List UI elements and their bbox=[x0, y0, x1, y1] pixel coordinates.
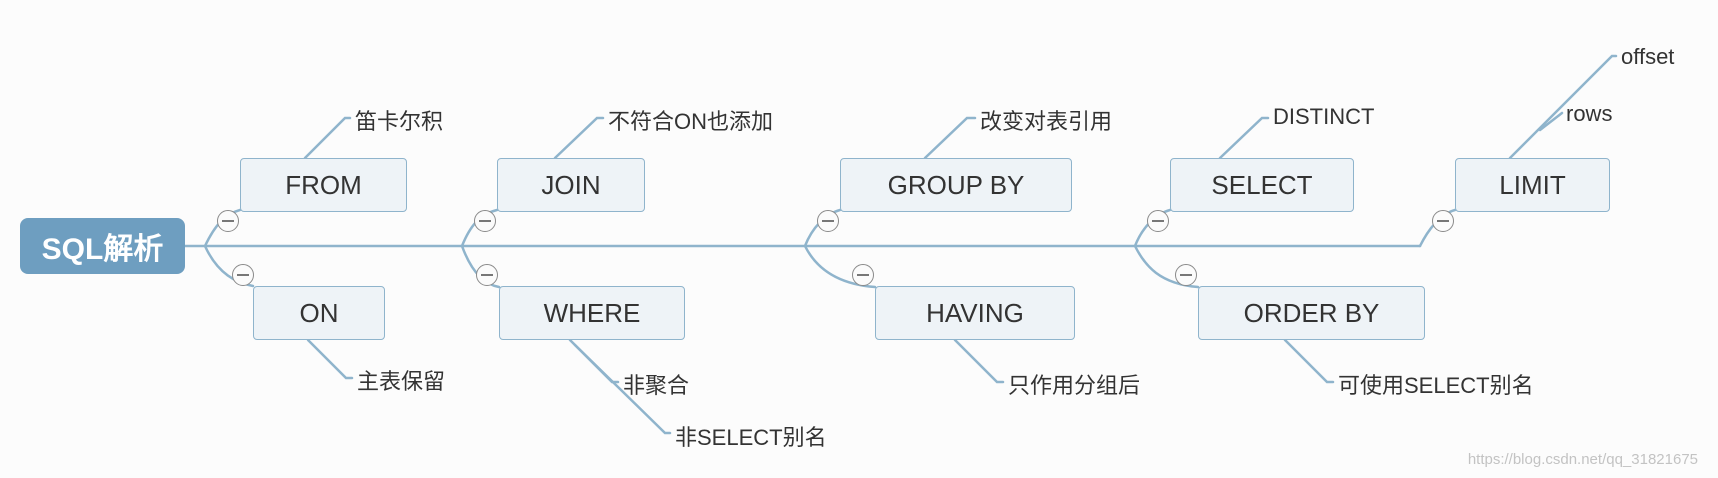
leaf-where-1: 非聚合 bbox=[623, 373, 690, 398]
collapse-icon-join[interactable] bbox=[474, 210, 496, 232]
collapse-icon-select[interactable] bbox=[1147, 210, 1169, 232]
leaf-on-1: 主表保留 bbox=[357, 369, 446, 394]
leaf-limit-offset: offset bbox=[1621, 44, 1675, 69]
collapse-icon-order-by[interactable] bbox=[1175, 264, 1197, 286]
watermark: https://blog.csdn.net/qq_31821675 bbox=[1467, 451, 1698, 468]
leaf-select-1: DISTINCT bbox=[1273, 104, 1375, 129]
node-having[interactable]: HAVING bbox=[875, 286, 1075, 340]
leaf-limit-rows: rows bbox=[1566, 101, 1613, 126]
node-order-by[interactable]: ORDER BY bbox=[1198, 286, 1425, 340]
node-on[interactable]: ON bbox=[253, 286, 385, 340]
collapse-icon-where[interactable] bbox=[476, 264, 498, 286]
root-node[interactable]: SQL解析 bbox=[20, 218, 185, 274]
leaf-where-2: 非SELECT别名 bbox=[675, 425, 827, 450]
node-select[interactable]: SELECT bbox=[1170, 158, 1354, 212]
leaf-from-1: 笛卡尔积 bbox=[355, 109, 444, 134]
node-where[interactable]: WHERE bbox=[499, 286, 685, 340]
node-group-by[interactable]: GROUP BY bbox=[840, 158, 1072, 212]
leaf-group-by-1: 改变对表引用 bbox=[980, 109, 1113, 134]
node-limit[interactable]: LIMIT bbox=[1455, 158, 1610, 212]
collapse-icon-from[interactable] bbox=[217, 210, 239, 232]
node-join[interactable]: JOIN bbox=[497, 158, 645, 212]
collapse-icon-having[interactable] bbox=[852, 264, 874, 286]
node-from[interactable]: FROM bbox=[240, 158, 407, 212]
collapse-icon-limit[interactable] bbox=[1432, 210, 1454, 232]
leaf-order-by-1: 可使用SELECT别名 bbox=[1338, 373, 1534, 398]
leaf-join-1: 不符合ON也添加 bbox=[608, 109, 774, 134]
collapse-icon-group-by[interactable] bbox=[817, 210, 839, 232]
collapse-icon-on[interactable] bbox=[232, 264, 254, 286]
leaf-having-1: 只作用分组后 bbox=[1008, 373, 1141, 398]
